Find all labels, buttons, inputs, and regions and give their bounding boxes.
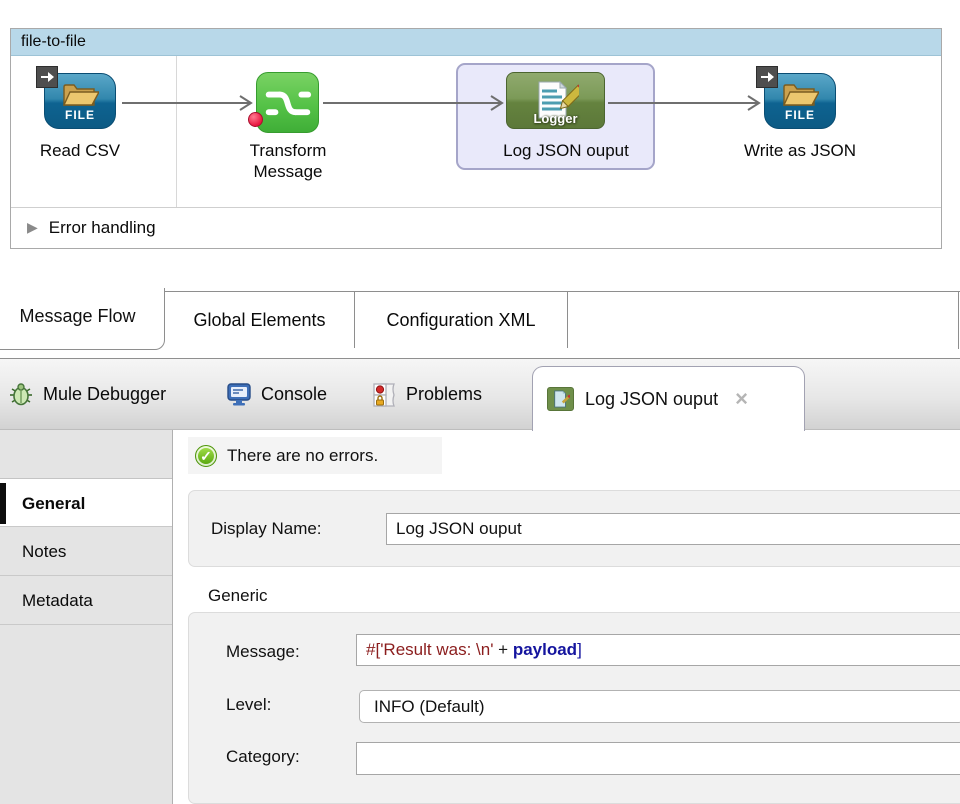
file-icon-label: FILE xyxy=(65,107,95,122)
expression-keyword: payload xyxy=(512,640,578,659)
breakpoint-dot xyxy=(248,112,263,127)
sidebar-item-metadata[interactable]: Metadata xyxy=(0,576,172,625)
status-text: There are no errors. xyxy=(227,445,379,465)
logger-icon-label: Logger xyxy=(533,111,578,126)
tab-configuration-xml[interactable]: Configuration XML xyxy=(355,292,568,348)
lane-divider xyxy=(176,56,177,207)
editor-tabs-divider xyxy=(165,291,960,292)
sidebar-item-label: General xyxy=(22,494,86,513)
tab-label: Mule Debugger xyxy=(43,384,167,404)
tab-label: Configuration XML xyxy=(386,310,536,330)
flow-container: file-to-file FILE Read CSV xyxy=(10,28,942,249)
validation-status: ✓ There are no errors. xyxy=(188,437,442,474)
generic-section-title: Generic xyxy=(208,586,268,605)
inbound-arrow-badge xyxy=(36,66,58,88)
flow-title-bar[interactable]: file-to-file xyxy=(11,29,941,56)
view-tab-bar: Mule Debugger Console Problems xyxy=(0,359,960,431)
file-icon: FILE xyxy=(756,66,836,129)
node-label: Write as JSON xyxy=(743,141,857,160)
outbound-arrow-badge xyxy=(756,66,778,88)
folder-icon xyxy=(62,83,99,106)
level-select[interactable]: INFO (Default) xyxy=(359,690,960,723)
generic-group: Message: #['Result was: \n' + payload] L… xyxy=(188,612,960,804)
sidebar-item-notes[interactable]: Notes xyxy=(0,527,172,576)
expression-suffix: ] xyxy=(577,640,582,659)
category-label: Category: xyxy=(226,747,300,766)
expression-operator: + xyxy=(493,640,513,659)
properties-main: ✓ There are no errors. Display Name: Log… xyxy=(173,430,960,804)
bug-icon xyxy=(10,382,32,405)
display-name-group: Display Name: Log JSON ouput xyxy=(188,490,960,567)
tab-log-json-ouput[interactable]: Log JSON ouput × xyxy=(532,366,805,431)
tab-console[interactable]: Console xyxy=(226,359,327,430)
tab-label: Log JSON ouput xyxy=(585,388,719,409)
sidebar-item-label: Metadata xyxy=(22,591,93,610)
display-name-value: Log JSON ouput xyxy=(396,519,522,538)
expression-prefix: #[ xyxy=(366,640,381,659)
level-label: Level: xyxy=(226,695,272,714)
display-name-input[interactable]: Log JSON ouput xyxy=(386,513,960,545)
console-icon xyxy=(227,383,251,406)
collapsed-arrow-icon[interactable]: ▶ xyxy=(27,220,38,236)
sidebar-item-general[interactable]: General xyxy=(0,478,172,527)
error-handling-label: Error handling xyxy=(48,218,156,237)
transform-icon xyxy=(248,72,319,133)
expression-string: 'Result was: \n' xyxy=(380,640,494,659)
node-label: Transform Message xyxy=(249,141,327,181)
tab-label: Global Elements xyxy=(193,310,326,330)
properties-view: General Notes Metadata ✓ There are no er… xyxy=(0,430,960,804)
flow-arrow xyxy=(323,95,504,111)
tab-message-flow[interactable]: Message Flow xyxy=(0,288,165,350)
level-value: INFO (Default) xyxy=(374,696,485,716)
flow-canvas[interactable]: FILE Read CSV xyxy=(11,56,941,207)
flow-arrow xyxy=(122,95,253,111)
tab-label: Message Flow xyxy=(19,306,136,326)
tab-problems[interactable]: Problems xyxy=(372,359,482,430)
flow-arrow xyxy=(608,95,761,111)
panel-sash[interactable] xyxy=(0,358,960,359)
message-label: Message: xyxy=(226,642,300,661)
error-handling-section[interactable]: ▶ Error handling xyxy=(11,207,941,248)
file-icon: FILE xyxy=(36,66,116,129)
close-icon[interactable]: × xyxy=(735,386,748,411)
success-check-icon: ✓ xyxy=(195,444,217,467)
logger-icon: Logger xyxy=(506,72,605,129)
file-icon-label: FILE xyxy=(785,107,815,122)
tab-label: Console xyxy=(261,384,328,404)
editor-tabs-right-edge xyxy=(958,291,959,349)
node-label: Log JSON ouput xyxy=(503,141,629,160)
tab-mule-debugger[interactable]: Mule Debugger xyxy=(8,359,166,430)
problems-icon xyxy=(373,382,395,407)
flow-title: file-to-file xyxy=(21,33,86,50)
tab-label: Problems xyxy=(406,384,483,404)
tab-global-elements[interactable]: Global Elements xyxy=(165,292,355,348)
logger-icon xyxy=(547,387,574,411)
properties-sidebar: General Notes Metadata xyxy=(0,430,173,804)
sidebar-item-label: Notes xyxy=(22,542,67,561)
message-input[interactable]: #['Result was: \n' + payload] xyxy=(356,634,960,666)
display-name-label: Display Name: xyxy=(211,519,322,538)
category-input[interactable] xyxy=(356,742,960,775)
node-label: Read CSV xyxy=(39,141,121,160)
